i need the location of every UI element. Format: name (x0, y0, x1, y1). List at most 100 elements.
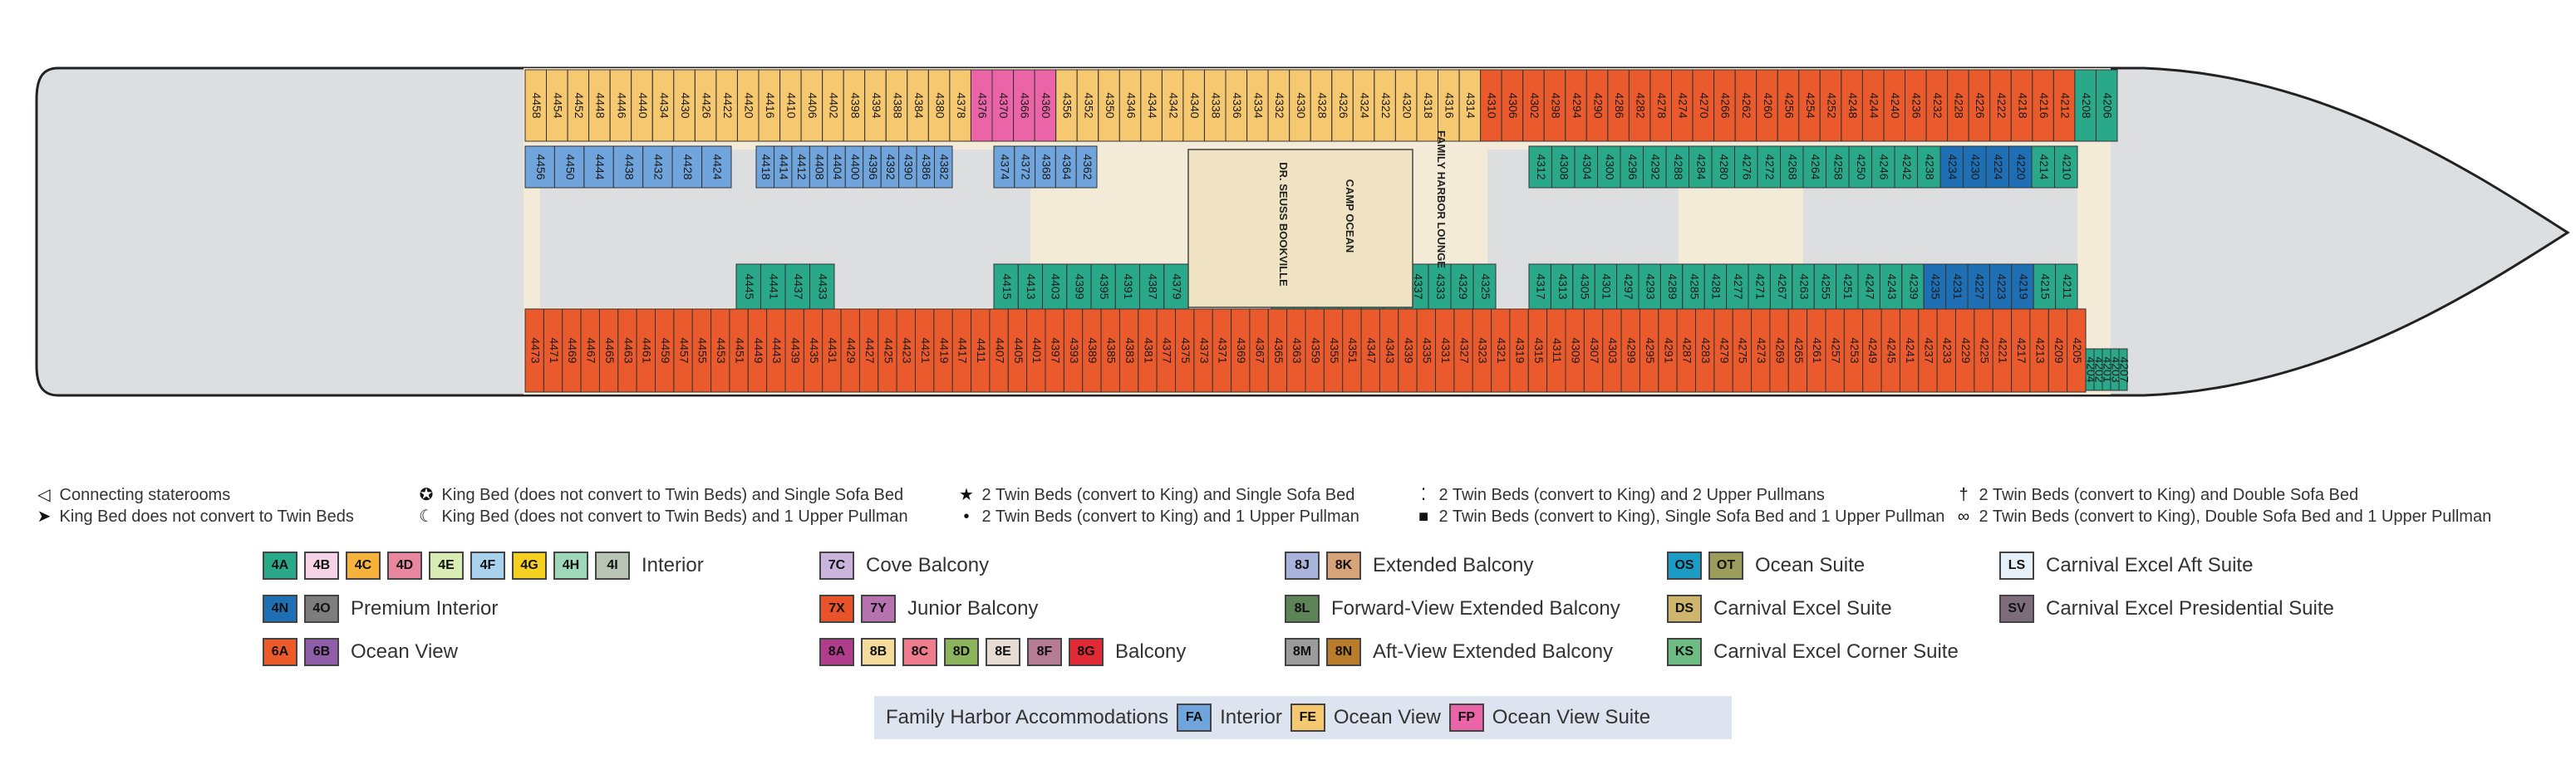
stateroom-4398[interactable] (843, 69, 866, 142)
stateroom-4326[interactable] (1331, 69, 1354, 142)
stateroom-4313[interactable] (1550, 263, 1574, 310)
stateroom-4281[interactable] (1703, 263, 1728, 310)
stateroom-4258[interactable] (1826, 145, 1850, 189)
stateroom-4266[interactable] (1713, 69, 1736, 142)
stateroom-4247[interactable] (1857, 263, 1880, 310)
stateroom-4278[interactable] (1649, 69, 1672, 142)
stateroom-4228[interactable] (1947, 69, 1969, 142)
stateroom-4242[interactable] (1894, 145, 1918, 189)
stateroom-4243[interactable] (1879, 263, 1903, 310)
stateroom-4426[interactable] (694, 69, 717, 142)
stateroom-4434[interactable] (651, 69, 675, 142)
stateroom-4232[interactable] (1925, 69, 1949, 142)
stateroom-4286[interactable] (1607, 69, 1630, 142)
stateroom-4207[interactable] (2118, 348, 2128, 391)
stateroom-4352[interactable] (1076, 69, 1099, 142)
stateroom-4433[interactable] (809, 263, 835, 310)
stateroom-4394[interactable] (864, 69, 887, 142)
stateroom-4318[interactable] (1416, 69, 1438, 142)
stateroom-4450[interactable] (553, 145, 585, 189)
stateroom-4402[interactable] (822, 69, 844, 142)
stateroom-4210[interactable] (2054, 145, 2078, 189)
stateroom-4272[interactable] (1757, 145, 1781, 189)
stateroom-4289[interactable] (1659, 263, 1684, 310)
stateroom-4214[interactable] (2031, 145, 2055, 189)
stateroom-4374[interactable] (993, 145, 1015, 189)
stateroom-4388[interactable] (885, 69, 908, 142)
stateroom-4403[interactable] (1042, 263, 1068, 310)
stateroom-4288[interactable] (1665, 145, 1689, 189)
stateroom-4306[interactable] (1501, 69, 1524, 142)
stateroom-4342[interactable] (1161, 69, 1184, 142)
stateroom-4246[interactable] (1871, 145, 1895, 189)
stateroom-4216[interactable] (2032, 69, 2054, 142)
stateroom-4236[interactable] (1905, 69, 1927, 142)
stateroom-4325[interactable] (1472, 263, 1497, 310)
stateroom-4304[interactable] (1574, 145, 1598, 189)
stateroom-4452[interactable] (567, 69, 590, 142)
stateroom-4406[interactable] (800, 69, 823, 142)
stateroom-4458[interactable] (524, 69, 547, 142)
stateroom-4248[interactable] (1841, 69, 1863, 142)
stateroom-4240[interactable] (1883, 69, 1905, 142)
stateroom-4340[interactable] (1182, 69, 1205, 142)
stateroom-4415[interactable] (993, 263, 1019, 310)
stateroom-4322[interactable] (1374, 69, 1396, 142)
stateroom-4370[interactable] (991, 69, 1014, 142)
stateroom-4456[interactable] (524, 145, 555, 189)
stateroom-4252[interactable] (1819, 69, 1842, 142)
stateroom-4211[interactable] (2055, 263, 2078, 310)
stateroom-4320[interactable] (1394, 69, 1418, 142)
stateroom-4260[interactable] (1756, 69, 1778, 142)
stateroom-4212[interactable] (2052, 69, 2076, 142)
stateroom-4224[interactable] (1985, 145, 2009, 189)
stateroom-4378[interactable] (949, 69, 971, 142)
stateroom-4314[interactable] (1458, 69, 1482, 142)
stateroom-4334[interactable] (1246, 69, 1269, 142)
stateroom-4308[interactable] (1551, 145, 1576, 189)
stateroom-4362[interactable] (1075, 145, 1098, 189)
stateroom-4382[interactable] (934, 145, 953, 189)
stateroom-4440[interactable] (631, 69, 653, 142)
stateroom-4448[interactable] (588, 69, 611, 142)
stateroom-4422[interactable] (715, 69, 738, 142)
stateroom-4298[interactable] (1543, 69, 1566, 142)
stateroom-4387[interactable] (1139, 263, 1165, 310)
stateroom-4222[interactable] (1989, 69, 2012, 142)
stateroom-4441[interactable] (760, 263, 786, 310)
stateroom-4239[interactable] (1901, 263, 1925, 310)
stateroom-4270[interactable] (1692, 69, 1715, 142)
stateroom-4391[interactable] (1114, 263, 1141, 310)
stateroom-4208[interactable] (2074, 69, 2097, 142)
stateroom-4301[interactable] (1594, 263, 1618, 310)
stateroom-4305[interactable] (1572, 263, 1595, 310)
stateroom-4428[interactable] (671, 145, 702, 189)
stateroom-4250[interactable] (1848, 145, 1872, 189)
stateroom-4285[interactable] (1682, 263, 1705, 310)
stateroom-4277[interactable] (1726, 263, 1749, 310)
stateroom-4251[interactable] (1836, 263, 1859, 310)
stateroom-4316[interactable] (1438, 69, 1460, 142)
stateroom-4280[interactable] (1711, 145, 1735, 189)
stateroom-4293[interactable] (1638, 263, 1661, 310)
stateroom-4356[interactable] (1055, 69, 1078, 142)
stateroom-4219[interactable] (2011, 263, 2034, 310)
stateroom-4438[interactable] (612, 145, 644, 189)
stateroom-4366[interactable] (1013, 69, 1035, 142)
stateroom-4310[interactable] (1480, 69, 1502, 142)
stateroom-4368[interactable] (1035, 145, 1056, 189)
stateroom-4446[interactable] (609, 69, 632, 142)
stateroom-4413[interactable] (1017, 263, 1044, 310)
stateroom-4437[interactable] (784, 263, 810, 310)
stateroom-4376[interactable] (971, 69, 993, 142)
stateroom-4380[interactable] (927, 69, 951, 142)
stateroom-4329[interactable] (1450, 263, 1474, 310)
stateroom-4312[interactable] (1528, 145, 1552, 189)
stateroom-4432[interactable] (642, 145, 673, 189)
stateroom-4264[interactable] (1802, 145, 1826, 189)
stateroom-4274[interactable] (1671, 69, 1694, 142)
stateroom-4430[interactable] (673, 69, 696, 142)
stateroom-4328[interactable] (1310, 69, 1333, 142)
stateroom-4346[interactable] (1118, 69, 1142, 142)
stateroom-4300[interactable] (1597, 145, 1621, 189)
